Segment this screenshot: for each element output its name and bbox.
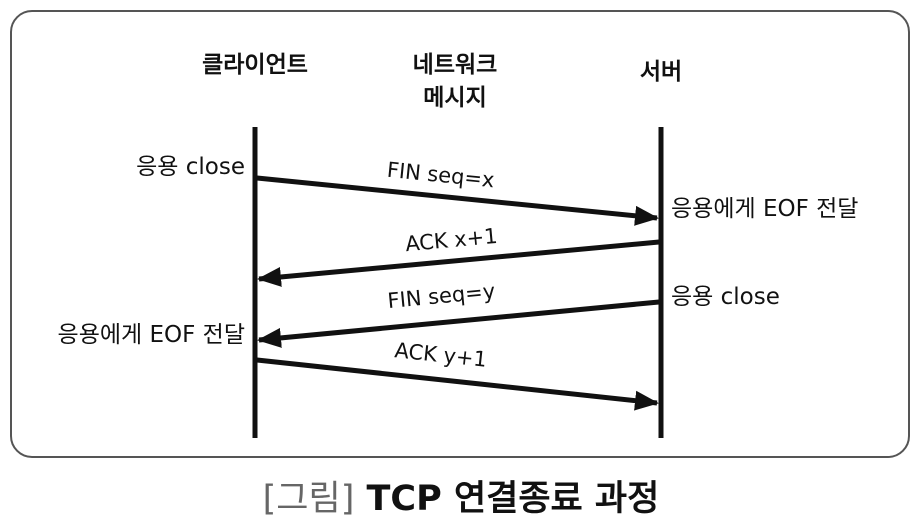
fin-y-label: FIN seq=y — [387, 279, 497, 313]
caption-bracket: [그림] — [262, 479, 355, 519]
client-eof-label: 응용에게 EOF 전달 — [58, 322, 245, 348]
fin-x-arrow — [256, 175, 659, 226]
network-header-line2: 메시지 — [423, 85, 486, 111]
ack-y-label: ACK y+1 — [393, 338, 488, 372]
fin-y-arrow — [257, 299, 660, 348]
tcp-close-sequence-diagram: 클라이언트 네트워크 메시지 서버 FIN seq=x ACK x+1 FIN … — [58, 52, 858, 438]
server-close-label: 응용 close — [671, 284, 780, 310]
ack-y-arrow — [256, 357, 659, 411]
client-close-label: 응용 close — [136, 154, 245, 180]
network-header-line1: 네트워크 — [413, 52, 498, 78]
fin-x-label: FIN seq=x — [386, 158, 496, 193]
server-header: 서버 — [640, 59, 682, 85]
ack-x-label: ACK x+1 — [404, 224, 498, 256]
server-eof-label: 응용에게 EOF 전달 — [671, 196, 858, 222]
client-header: 클라이언트 — [202, 52, 308, 78]
diagram-frame — [10, 10, 910, 458]
figure-caption: [그림] TCP 연결종료 과정 — [0, 470, 922, 521]
ack-x-arrow — [257, 239, 660, 287]
caption-title: TCP 연결종료 과정 — [366, 479, 660, 519]
